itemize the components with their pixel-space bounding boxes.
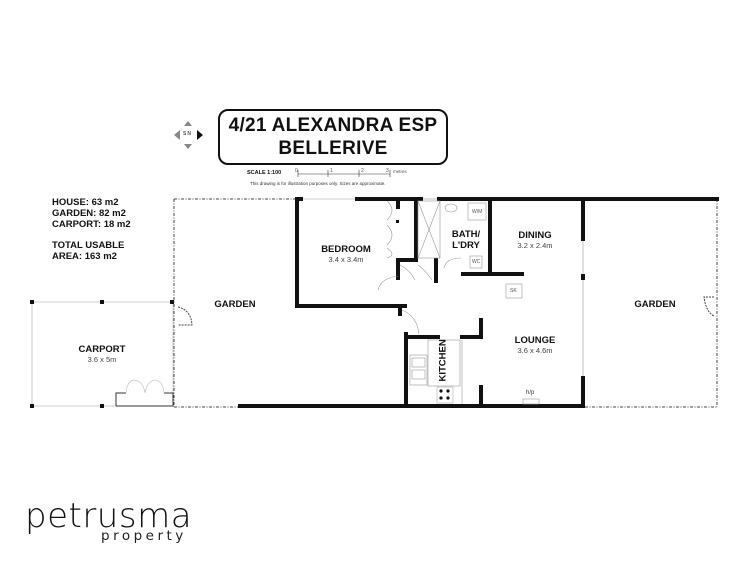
disclaimer: This drawing is for illustration purpose… (250, 181, 386, 186)
toilet-label: WC (472, 259, 481, 265)
room-garden-left: GARDEN (214, 299, 256, 310)
brand-logo-sub: property (101, 528, 187, 544)
bedroom-dims: 3.4 x 3.4m (328, 255, 364, 264)
compass-letter-n: N (187, 131, 191, 137)
address-title-box: 4/21 ALEXANDRA ESP BELLERIVE (218, 109, 448, 165)
bath-name-line1: BATH/ (451, 229, 481, 240)
bedroom-name: BEDROOM (321, 244, 371, 255)
room-bath-laundry: BATH/ L'DRY (441, 229, 491, 251)
scale-unit: metres (393, 169, 407, 174)
scale-bar (297, 170, 391, 177)
compass-letter-s: S (183, 131, 187, 137)
garden-area: GARDEN: 82 m2 (52, 208, 126, 219)
brand-logo: petrusma (25, 496, 193, 536)
lounge-dims: 3.6 x 4.6m (517, 346, 553, 355)
sink-label: SK (510, 288, 517, 294)
compass-icon (174, 121, 203, 149)
washing-machine-label: W/M (472, 209, 483, 215)
room-garden-right: GARDEN (634, 299, 676, 310)
total-area-value: AREA: 163 m2 (52, 251, 117, 262)
carport-dims: 3.6 x 5m (87, 355, 117, 364)
garden-boundary (173, 198, 718, 408)
heat-pump-label: h/p (526, 390, 535, 396)
address-line-1: 4/21 ALEXANDRA ESP (228, 115, 438, 136)
cooktop-icon (436, 386, 454, 404)
lounge-name: LOUNGE (514, 335, 556, 346)
address-line-2: BELLERIVE (278, 138, 388, 159)
carport-name: CARPORT (78, 344, 126, 355)
compass-label: SN (183, 131, 191, 137)
scale-tick-1: 1 (330, 168, 333, 174)
scale-label: SCALE 1:100 (247, 170, 282, 176)
carport-area: CARPORT: 18 m2 (52, 219, 131, 230)
room-kitchen: KITCHEN (437, 339, 449, 382)
area-summary: HOUSE: 63 m2 GARDEN: 82 m2 CARPORT: 18 m… (52, 197, 131, 262)
bath-name-line2: L'DRY (452, 240, 480, 251)
house-area: HOUSE: 63 m2 (52, 197, 119, 208)
carport-outline (30, 300, 174, 408)
room-bedroom: BEDROOM 3.4 x 3.4m (306, 244, 386, 264)
fixtures (303, 198, 584, 405)
scale-tick-0: 0 (295, 168, 298, 174)
scale-tick-3: 3 (386, 168, 389, 174)
scale-tick-2: 2 (361, 168, 364, 174)
room-lounge: LOUNGE 3.6 x 4.6m (495, 335, 575, 355)
dining-dims: 3.2 x 2.4m (517, 241, 553, 250)
dining-name: DINING (518, 230, 552, 241)
house-walls (238, 197, 719, 408)
room-dining: DINING 3.2 x 2.4m (500, 230, 570, 250)
total-area-label: TOTAL USABLE (52, 240, 125, 251)
room-carport: CARPORT 3.6 x 5m (62, 344, 142, 364)
